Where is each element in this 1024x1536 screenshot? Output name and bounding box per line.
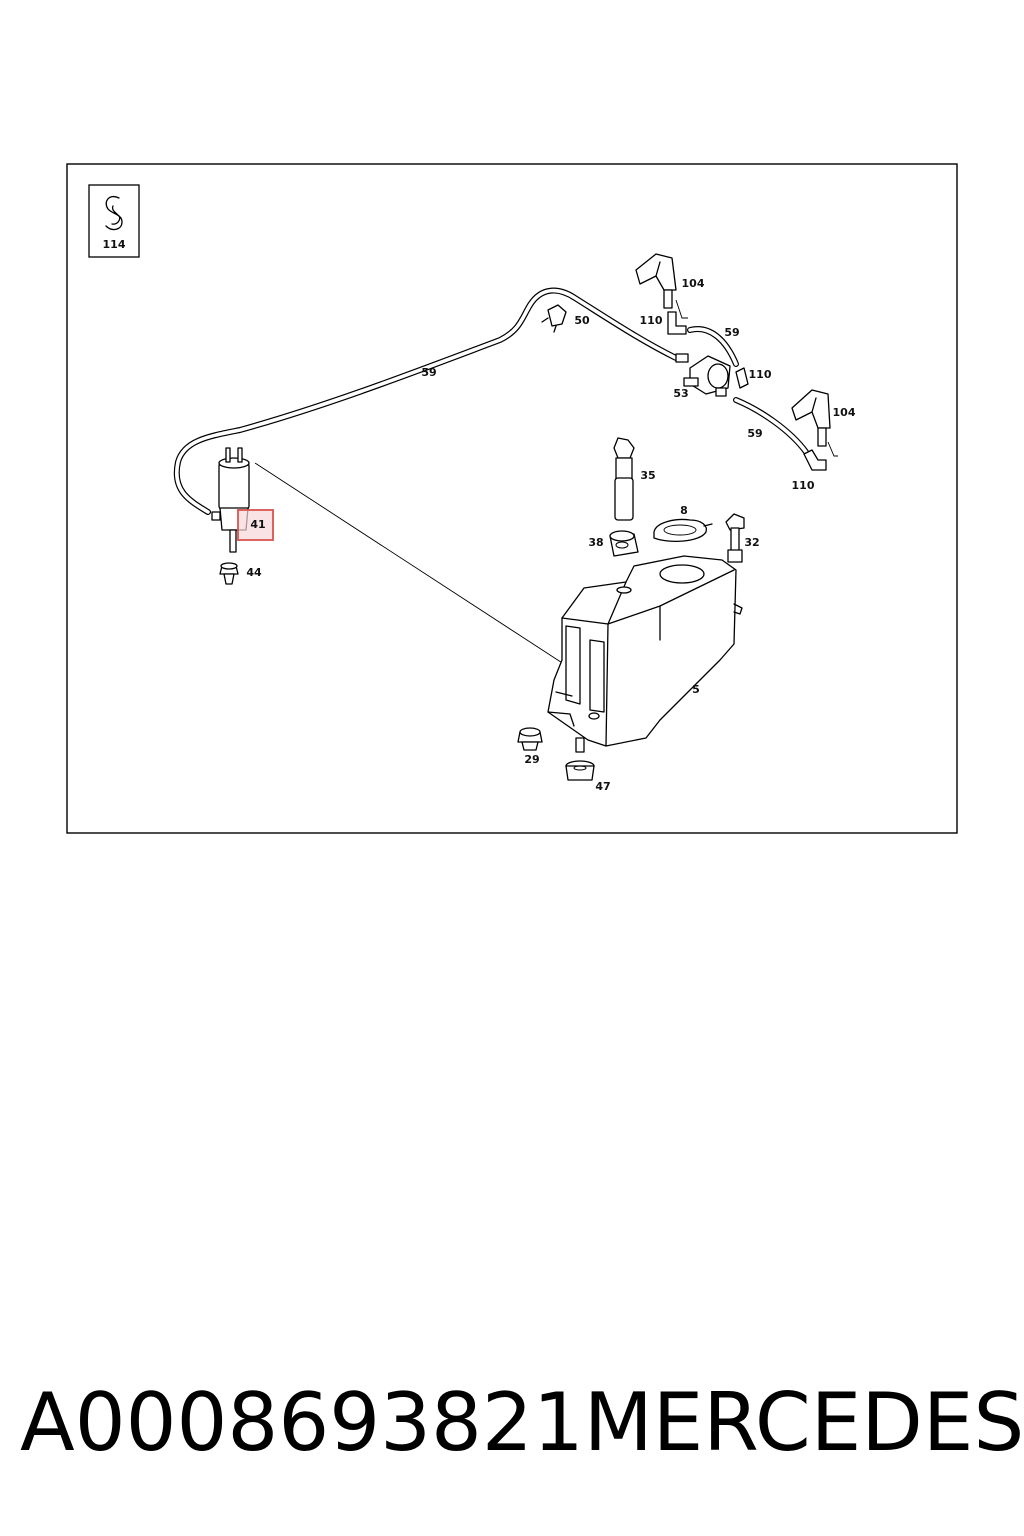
callout-110: 110 <box>640 314 663 327</box>
highlight-box <box>237 509 274 541</box>
callout-8: 8 <box>680 504 688 517</box>
brand-name: MERCEDES <box>583 1375 1024 1469</box>
callout-38: 38 <box>588 536 603 549</box>
sensor-32 <box>725 513 745 563</box>
callout-29: 29 <box>524 753 539 766</box>
callout-53: 53 <box>673 387 688 400</box>
callout-110: 110 <box>749 368 772 381</box>
grommet-38 <box>609 530 639 557</box>
grommet-29 <box>517 727 543 751</box>
callout-104: 104 <box>682 277 705 290</box>
valve-53 <box>675 353 731 397</box>
callout-50: 50 <box>574 314 590 327</box>
connector-110-mid <box>735 367 749 389</box>
clip-50 <box>541 304 567 333</box>
reservoir-tank <box>547 555 743 753</box>
callout-47: 47 <box>595 780 610 793</box>
grommet-47 <box>565 760 595 781</box>
cap-8 <box>653 518 713 543</box>
callout-32: 32 <box>744 536 759 549</box>
connector-110-bottom <box>803 449 827 471</box>
pump-wire <box>254 462 571 669</box>
part-number: A0008693821 <box>20 1375 584 1469</box>
caption: A0008693821 MERCEDES <box>20 1372 1024 1472</box>
callout-59: 59 <box>747 427 762 440</box>
hose-clip-icon <box>105 195 123 231</box>
callout-44: 44 <box>246 566 262 579</box>
callout-110: 110 <box>792 479 815 492</box>
callout-41: 41 <box>250 518 265 531</box>
nozzle-104-bottom <box>791 389 838 457</box>
connector-110-top <box>667 311 687 335</box>
callout-35: 35 <box>640 469 655 482</box>
callout-104: 104 <box>833 406 856 419</box>
nozzle-104-top <box>635 253 688 319</box>
callout-59: 59 <box>421 366 436 379</box>
grommet-44 <box>219 562 239 585</box>
callout-59: 59 <box>724 326 739 339</box>
filler-neck-35 <box>613 437 635 521</box>
legend-label-114: 114 <box>103 238 126 251</box>
legend-box: 114 <box>88 184 140 258</box>
diagram-frame <box>66 163 958 834</box>
callout-5: 5 <box>692 683 700 696</box>
